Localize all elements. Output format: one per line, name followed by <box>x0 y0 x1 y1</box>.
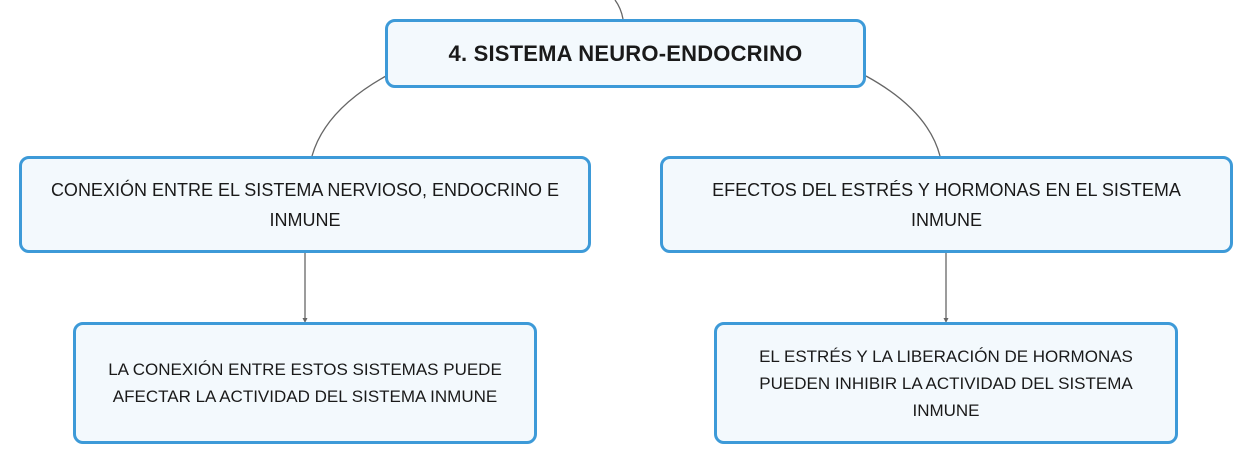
arrowhead-right <box>943 318 949 323</box>
node-label: EFECTOS DEL ESTRÉS Y HORMONAS EN EL SIST… <box>712 179 1181 230</box>
node-label: EL ESTRÉS Y LA LIBERACIÓN DE HORMONAS PU… <box>759 346 1133 420</box>
root-node-label: 4. SISTEMA NEURO-ENDOCRINO <box>448 40 803 66</box>
connector-root-to-right <box>865 75 941 157</box>
connector-root-to-left <box>311 75 387 157</box>
node-connection-affects-immune[interactable]: LA CONEXIÓN ENTRE ESTOS SISTEMAS PUEDE A… <box>73 322 537 444</box>
node-stress-inhibits-immune[interactable]: EL ESTRÉS Y LA LIBERACIÓN DE HORMONAS PU… <box>714 322 1178 444</box>
node-label: CONEXIÓN ENTRE EL SISTEMA NERVIOSO, ENDO… <box>50 179 560 230</box>
connector-from-parent <box>614 0 624 20</box>
root-node[interactable]: 4. SISTEMA NEURO-ENDOCRINO <box>385 19 866 88</box>
arrowhead-left <box>302 318 308 323</box>
node-nervous-endocrine-immune-connection[interactable]: CONEXIÓN ENTRE EL SISTEMA NERVIOSO, ENDO… <box>19 156 591 253</box>
node-label: LA CONEXIÓN ENTRE ESTOS SISTEMAS PUEDE A… <box>108 360 502 406</box>
node-stress-hormone-effects[interactable]: EFECTOS DEL ESTRÉS Y HORMONAS EN EL SIST… <box>660 156 1233 253</box>
